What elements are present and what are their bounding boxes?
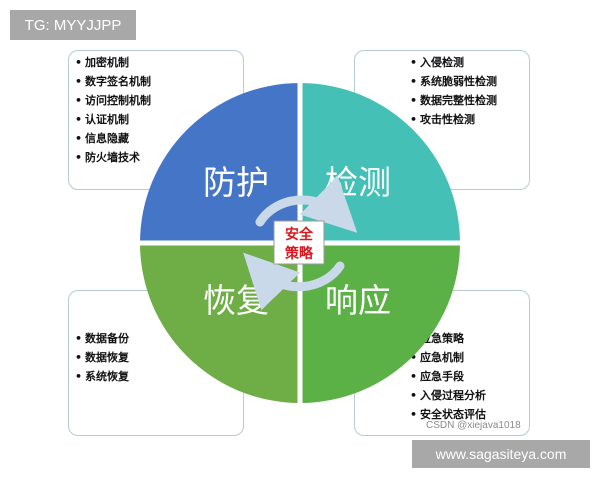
protect-items-box: •加密机制 •数字签名机制 •访问控制机制 •认证机制 •信息隐藏 •防火墙技术 bbox=[68, 50, 244, 190]
bullet-icon: • bbox=[410, 56, 418, 69]
list-item: •入侵检测 bbox=[410, 53, 497, 72]
list-item: •信息隐藏 bbox=[75, 129, 151, 148]
list-item-label: 信息隐藏 bbox=[85, 132, 129, 145]
list-item-label: 系统恢复 bbox=[85, 370, 129, 383]
quadrant-respond bbox=[300, 243, 460, 403]
list-item-label: 数据备份 bbox=[85, 332, 129, 345]
bullet-icon: • bbox=[75, 113, 83, 126]
list-item: •访问控制机制 bbox=[75, 91, 151, 110]
list-item-label: 入侵过程分析 bbox=[420, 389, 486, 402]
bullet-icon: • bbox=[410, 351, 418, 364]
bullet-icon: • bbox=[410, 113, 418, 126]
bullet-icon: • bbox=[75, 94, 83, 107]
list-item: •入侵过程分析 bbox=[410, 386, 486, 405]
watermark-site: www.sagasiteya.com bbox=[412, 440, 590, 468]
quadrant-protect bbox=[140, 83, 300, 243]
list-item: •数据完整性检测 bbox=[410, 91, 497, 110]
list-item-label: 安全状态评估 bbox=[420, 408, 486, 421]
recover-items-list: •数据备份 •数据恢复 •系统恢复 bbox=[75, 329, 129, 386]
list-item-label: 数字签名机制 bbox=[85, 75, 151, 88]
bullet-icon: • bbox=[410, 408, 418, 421]
list-item: •攻击性检测 bbox=[410, 110, 497, 129]
list-item-label: 应急策略 bbox=[420, 332, 464, 345]
bullet-icon: • bbox=[75, 370, 83, 383]
list-item: •安全状态评估 bbox=[410, 405, 486, 424]
list-item-label: 加密机制 bbox=[85, 56, 129, 69]
label-detect: 检测 bbox=[325, 163, 391, 202]
list-item-label: 访问控制机制 bbox=[85, 94, 151, 107]
quadrant-recover bbox=[140, 243, 300, 403]
list-item-label: 数据完整性检测 bbox=[420, 94, 497, 107]
list-item-label: 系统脆弱性检测 bbox=[420, 75, 497, 88]
list-item-label: 应急手段 bbox=[420, 370, 464, 383]
bullet-icon: • bbox=[75, 351, 83, 364]
list-item: •加密机制 bbox=[75, 53, 151, 72]
bullet-icon: • bbox=[410, 94, 418, 107]
label-recover: 恢复 bbox=[203, 281, 269, 320]
bullet-icon: • bbox=[410, 389, 418, 402]
list-item-label: 应急机制 bbox=[420, 351, 464, 364]
bullet-icon: • bbox=[410, 75, 418, 88]
list-item: •数字签名机制 bbox=[75, 72, 151, 91]
cycle-arrow-bottom-icon bbox=[243, 252, 345, 311]
list-item-label: 入侵检测 bbox=[420, 56, 464, 69]
list-item-label: 防火墙技术 bbox=[85, 151, 140, 164]
bullet-icon: • bbox=[75, 151, 83, 164]
list-item: •防火墙技术 bbox=[75, 148, 151, 167]
bullet-icon: • bbox=[75, 56, 83, 69]
csdn-credit: CSDN @xiejava1018 bbox=[426, 420, 521, 431]
center-strategy-line1: 安全 bbox=[285, 226, 314, 243]
list-item: •数据备份 bbox=[75, 329, 129, 348]
respond-items-list: •应急策略 •应急机制 •应急手段 •入侵过程分析 •安全状态评估 bbox=[410, 329, 486, 424]
bullet-icon: • bbox=[75, 132, 83, 145]
protect-items-list: •加密机制 •数字签名机制 •访问控制机制 •认证机制 •信息隐藏 •防火墙技术 bbox=[75, 53, 151, 167]
list-item: •系统脆弱性检测 bbox=[410, 72, 497, 91]
list-item-label: 攻击性检测 bbox=[420, 113, 475, 126]
bullet-icon: • bbox=[410, 370, 418, 383]
list-item-label: 数据恢复 bbox=[85, 351, 129, 364]
watermark-tag: TG: MYYJJPP bbox=[10, 10, 136, 40]
list-item: •数据恢复 bbox=[75, 348, 129, 367]
center-strategy-line2: 策略 bbox=[284, 245, 314, 262]
detect-items-list: •入侵检测 •系统脆弱性检测 •数据完整性检测 •攻击性检测 bbox=[410, 53, 497, 129]
label-respond: 响应 bbox=[325, 281, 391, 320]
cycle-arrow-top-icon bbox=[255, 175, 358, 233]
list-item-label: 认证机制 bbox=[85, 113, 129, 126]
list-item: •系统恢复 bbox=[75, 367, 129, 386]
list-item: •应急手段 bbox=[410, 367, 486, 386]
bullet-icon: • bbox=[75, 75, 83, 88]
quadrant-detect bbox=[300, 83, 460, 243]
list-item: •认证机制 bbox=[75, 110, 151, 129]
bullet-icon: • bbox=[75, 332, 83, 345]
label-protect: 防护 bbox=[203, 163, 269, 202]
center-strategy-box bbox=[273, 220, 325, 265]
list-item: •应急机制 bbox=[410, 348, 486, 367]
